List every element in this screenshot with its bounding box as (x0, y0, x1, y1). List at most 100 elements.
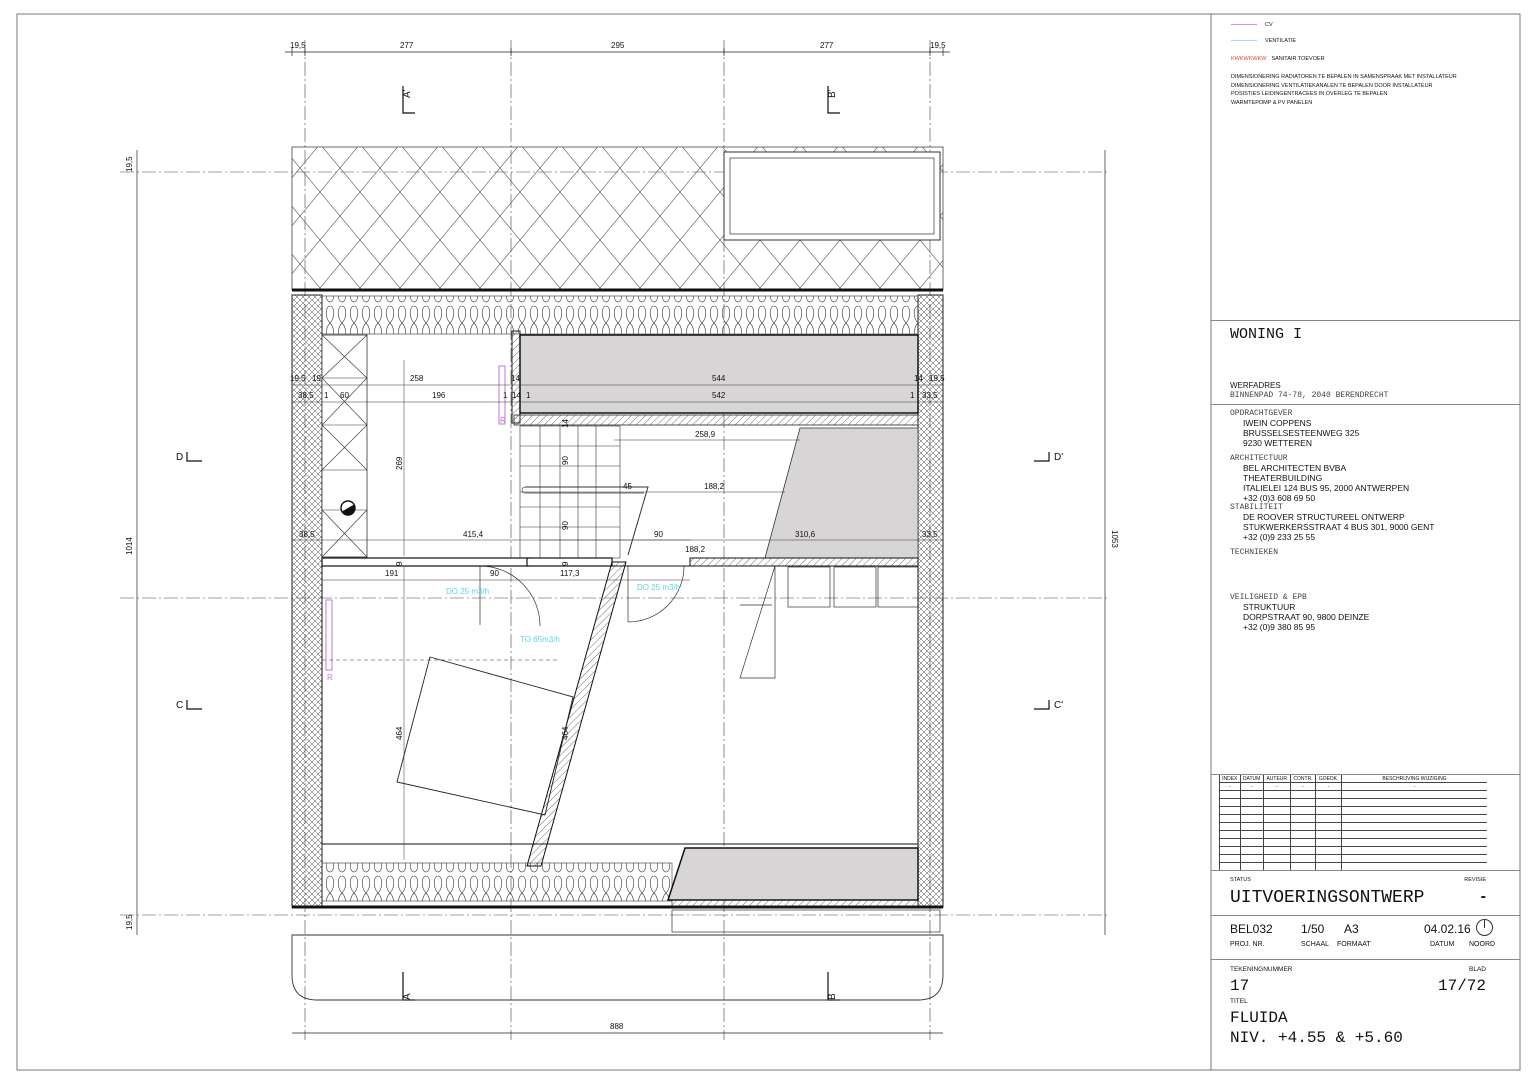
status-value: UITVOERINGSONTWERP (1230, 888, 1425, 908)
legend-item-sanitair: KWKWKWKW SANITAIR TOEVOER (1231, 56, 1325, 62)
date: 04.02.16 (1424, 922, 1471, 936)
wall-segment (689, 557, 919, 567)
table-row: - - - - - - (1219, 782, 1487, 791)
legend-label: SANITAIR TOEVOER (1271, 56, 1325, 62)
boiler-icon (340, 500, 356, 516)
dim-label: 19,5 (290, 374, 306, 383)
dim-label: 269 (395, 456, 404, 470)
stability-line: DE ROOVER STRUCTUREEL ONTWERP (1243, 512, 1405, 522)
dim-label: 90 (561, 456, 570, 465)
scale-label: SCHAAL (1301, 941, 1330, 948)
vent-label: TO 65m3/h (520, 635, 560, 644)
dim-label: 9 (395, 561, 404, 566)
dim-label: 542 (712, 391, 726, 400)
dim-label: 415,4 (463, 530, 484, 539)
sheet-number: 17/72 (1437, 977, 1486, 995)
divider (1211, 959, 1520, 960)
column-header: DATUM (1239, 775, 1264, 783)
site-label: WERFADRES (1230, 381, 1281, 390)
north-label: NOORD (1469, 941, 1496, 948)
dim-label: 1053 (1110, 530, 1119, 548)
format-label: FORMAAT (1337, 941, 1371, 948)
dim-label: 19 (312, 374, 321, 383)
void-zone (764, 427, 919, 559)
dim-label: 258,9 (695, 430, 716, 439)
vent-label: DO 25 m3/h (446, 587, 489, 596)
north-arrow-icon (1476, 919, 1493, 936)
section-a: A (402, 993, 413, 1000)
dim-label: 1 (526, 391, 531, 400)
architect-line: THEATERBUILDING (1243, 473, 1323, 483)
cell: - (1262, 782, 1291, 791)
dim-label: 14 (511, 374, 520, 383)
dim-label: 38,5 (299, 530, 315, 539)
dim-label: 38,5 (298, 391, 314, 400)
dim-label: 464 (561, 726, 570, 740)
project-number-label: PROJ. NR. (1230, 941, 1265, 948)
legend-item-ventilatie: VENTILATIE (1231, 38, 1296, 44)
legend-label: CV (1265, 22, 1273, 28)
radiator-label: R (327, 673, 333, 682)
parties: OPDRACHTGEVER IWEIN COPPENS BRUSSELSESTE… (1230, 409, 1520, 632)
client-line: IWEIN COPPENS (1243, 418, 1312, 428)
balcony (291, 934, 944, 1001)
revision-header-row: INDEX DATUM AUTEUR CONTR. GOEDK. BESCHRI… (1219, 775, 1487, 783)
dim-label: 33,5 (922, 391, 938, 400)
door (627, 565, 685, 623)
dim-label: 258 (410, 374, 424, 383)
legend-label: VENTILATIE (1265, 38, 1297, 44)
insulation-top (321, 295, 919, 335)
dim-label: 90 (490, 569, 499, 578)
revision-value: - (1480, 888, 1486, 905)
section-d: D (176, 452, 183, 463)
radiator-label: R (500, 416, 506, 425)
cell: - (1219, 782, 1240, 791)
column-header: CONTR. (1289, 775, 1316, 783)
dim-label: 19,5 (930, 41, 946, 50)
bed-outline (396, 656, 574, 816)
dim-label: 19,5 (290, 41, 306, 50)
radiator-icon (325, 599, 333, 671)
techniques-label: TECHNIEKEN (1230, 548, 1279, 557)
cell: - (1315, 782, 1342, 791)
dim-label: 196 (432, 391, 446, 400)
north-arrow-needle (1484, 920, 1485, 928)
date-label: DATUM (1430, 941, 1455, 948)
stability-line: STUKWERKERSSTRAAT 4 BUS 301, 9000 GENT (1243, 522, 1435, 532)
cupboard (321, 334, 368, 558)
column-header: AUTEUR (1262, 775, 1291, 783)
diagonal-wall (526, 561, 627, 867)
dimension-lines (292, 360, 943, 860)
client-line: BRUSSELSESTEENWEG 325 (1243, 428, 1360, 438)
section-d-prime: D' (1054, 452, 1063, 463)
room-outline (321, 565, 919, 845)
sheet-border (16, 13, 1521, 1071)
revision-table: INDEX DATUM AUTEUR CONTR. GOEDK. BESCHRI… (1219, 775, 1487, 871)
dim-label: 19,5 (125, 914, 134, 930)
planter (671, 909, 941, 933)
legend-item-cv: CV (1231, 22, 1273, 28)
note: POSISTIES LEIDINGENTRACEES IN OVERLEG TE… (1231, 91, 1388, 97)
section-b-prime: B' (827, 89, 838, 98)
revision-label: REVISIE (1464, 877, 1486, 883)
note: DIMENSIONERING RADIATOREN TE BEPALEN IN … (1231, 74, 1457, 80)
sheet-label: BLAD (1469, 966, 1486, 973)
column-header: GOEDK. (1315, 775, 1342, 783)
dim-label: 544 (712, 374, 726, 383)
sanitary-line-icon: KWKWKWKW (1231, 56, 1267, 62)
skylight (723, 151, 941, 241)
dim-label: 90 (561, 521, 570, 530)
vent-label: DO 25 m3/h (637, 583, 680, 592)
safety-line: DORPSTRAAT 90, 9800 DEINZE (1243, 612, 1370, 622)
insulation-bottom (321, 862, 673, 902)
dim-label: 1014 (125, 537, 134, 555)
section-markers: A' B' A B D D' C C' (176, 89, 1063, 1000)
wall-right (917, 294, 944, 908)
notes: DIMENSIONERING RADIATOREN TE BEPALEN IN … (1231, 73, 1457, 107)
project-name: WONING I (1230, 326, 1303, 343)
inner-dimensions: 19,5 19 258 14 544 14 19,5 38,5 1 60 196… (290, 374, 945, 740)
skylight-inner (729, 157, 935, 235)
drawing-number-label: TEKENINGNUMMER (1230, 966, 1293, 973)
note: WARMTEPOMP & PV PANELEN (1231, 99, 1313, 106)
divider (1211, 915, 1520, 916)
